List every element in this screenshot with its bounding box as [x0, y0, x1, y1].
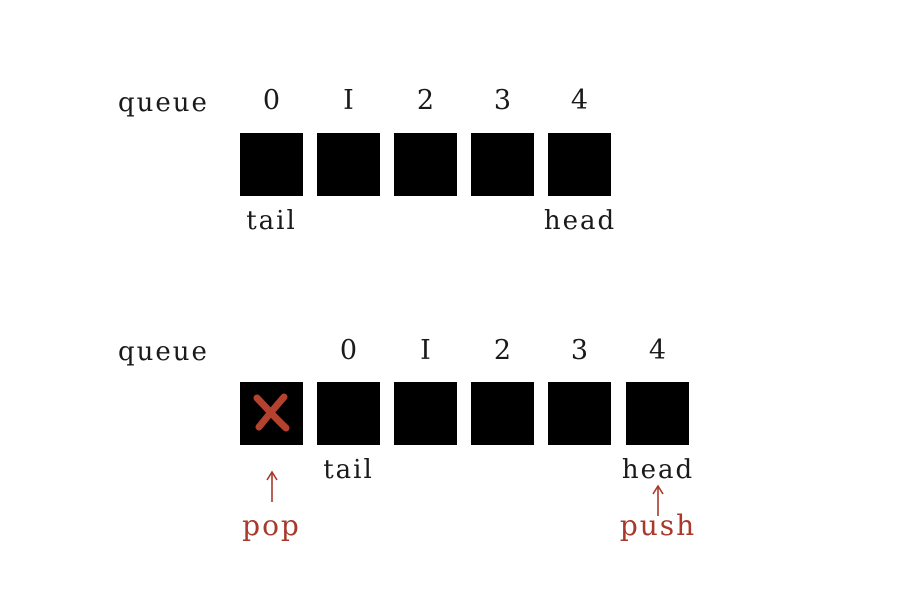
bottom-queue-label: queue: [118, 337, 209, 367]
bottom-head-label: head: [621, 455, 695, 485]
bottom-queue-cell: [471, 382, 534, 445]
push-arrow-icon: [652, 484, 664, 516]
top-queue-cell: [548, 133, 611, 196]
popped-cell: [240, 382, 303, 445]
top-queue-cell: [317, 133, 380, 196]
bottom-queue-cell: [394, 382, 457, 445]
bottom-queue-cell: [317, 382, 380, 445]
bottom-queue-cell: [548, 382, 611, 445]
top-queue-label: queue: [118, 88, 209, 118]
bottom-index-0: 0: [339, 335, 358, 366]
top-queue-cell: [471, 133, 534, 196]
bottom-index-4: 4: [648, 335, 667, 366]
top-index-4: 4: [570, 85, 589, 116]
x-mark-icon: [253, 393, 290, 432]
top-index-0: 0: [262, 85, 281, 116]
top-queue-cell: [240, 133, 303, 196]
pop-arrow-icon: [266, 470, 278, 502]
bottom-index-2: 2: [493, 335, 512, 366]
top-head-label: head: [543, 206, 617, 236]
bottom-index-1: I: [420, 335, 431, 366]
top-index-1: I: [343, 85, 354, 116]
bottom-tail-label: tail: [323, 455, 374, 485]
top-queue-cell: [394, 133, 457, 196]
bottom-index-3: 3: [570, 335, 589, 366]
pop-label: pop: [242, 509, 301, 542]
push-label: push: [619, 509, 697, 542]
bottom-queue-cell: [626, 382, 689, 445]
top-index-2: 2: [416, 85, 435, 116]
top-index-3: 3: [493, 85, 512, 116]
top-tail-label: tail: [246, 206, 297, 236]
